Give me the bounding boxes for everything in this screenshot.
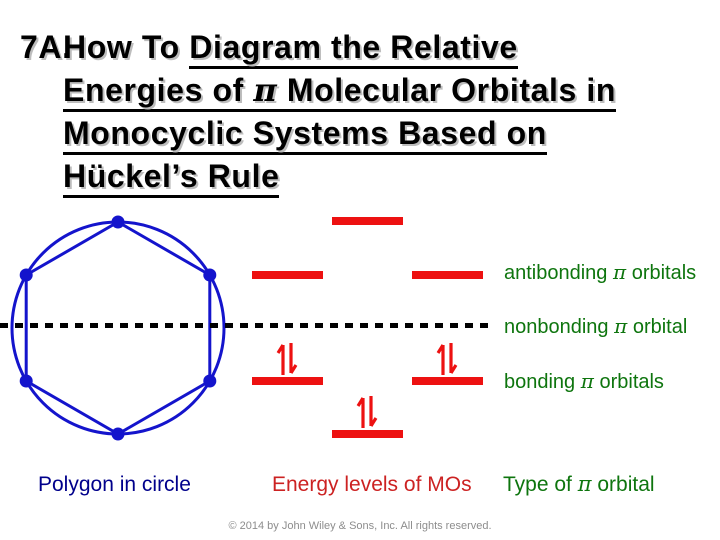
title-text: How To Diagram the Relative Energies of … bbox=[63, 26, 616, 198]
pi-symbol: π bbox=[580, 369, 594, 393]
pi-symbol: π bbox=[612, 260, 627, 284]
hexagon-outline bbox=[24, 220, 212, 436]
vertex-dot bbox=[111, 427, 125, 441]
title-line-4: Hückel’s Rule bbox=[63, 155, 616, 198]
energy-level-bar-antibonding-left bbox=[252, 271, 323, 279]
title-line-2-pre: Energies of bbox=[63, 72, 254, 108]
copyright-notice: © 2014 by John Wiley & Sons, Inc. All ri… bbox=[228, 520, 492, 532]
circle-outline bbox=[10, 220, 226, 436]
energy-level-bar-bonding-bottom bbox=[332, 430, 403, 438]
electron-pair-arrows-icon bbox=[356, 396, 378, 428]
caption-polygon-in-circle: Polygon in circle bbox=[38, 473, 191, 496]
vertex-dot bbox=[19, 374, 33, 388]
slide-title: 7A. How To Diagram the Relative Energies… bbox=[20, 26, 616, 198]
vertex-dots bbox=[19, 215, 217, 441]
label-bonding-orbitals: bonding π orbitals bbox=[504, 369, 664, 393]
caption-type-of-orbital: Type of π orbital bbox=[503, 472, 655, 497]
pi-symbol: π bbox=[614, 314, 628, 338]
title-number: 7A. bbox=[20, 29, 72, 65]
title-line-1-plain: How To bbox=[63, 29, 190, 65]
title-line-3: Monocyclic Systems Based on bbox=[63, 112, 616, 155]
title-line-2-post: Molecular Orbitals in bbox=[277, 72, 616, 108]
label-antibonding-orbitals: antibonding π orbitals bbox=[504, 260, 697, 284]
energy-level-bar-bonding-right bbox=[412, 377, 483, 385]
vertex-dot bbox=[19, 268, 33, 282]
title-line-1-underlined: Diagram the Relative bbox=[189, 29, 518, 69]
electron-pair-arrows-icon bbox=[276, 343, 298, 375]
vertex-dot bbox=[203, 268, 217, 282]
nonbonding-dashed-line bbox=[0, 323, 490, 328]
caption-energy-levels: Energy levels of MOs bbox=[272, 473, 472, 496]
energy-level-bar-bonding-left bbox=[252, 377, 323, 385]
energy-level-bar-antibonding-right bbox=[412, 271, 483, 279]
title-line-2: Energies of π Molecular Orbitals in bbox=[63, 69, 616, 112]
label-nonbonding-orbital: nonbonding π orbital bbox=[504, 314, 688, 338]
pi-symbol: π bbox=[577, 472, 592, 496]
polygon-in-circle-figure bbox=[10, 215, 226, 441]
vertex-dot bbox=[203, 374, 217, 388]
pi-symbol: π bbox=[253, 71, 278, 109]
title-line-1: How To Diagram the Relative bbox=[63, 26, 616, 69]
energy-level-bar-antibonding-top bbox=[332, 217, 403, 225]
electron-pair-arrows-icon bbox=[436, 343, 458, 375]
vertex-dot bbox=[111, 215, 125, 229]
